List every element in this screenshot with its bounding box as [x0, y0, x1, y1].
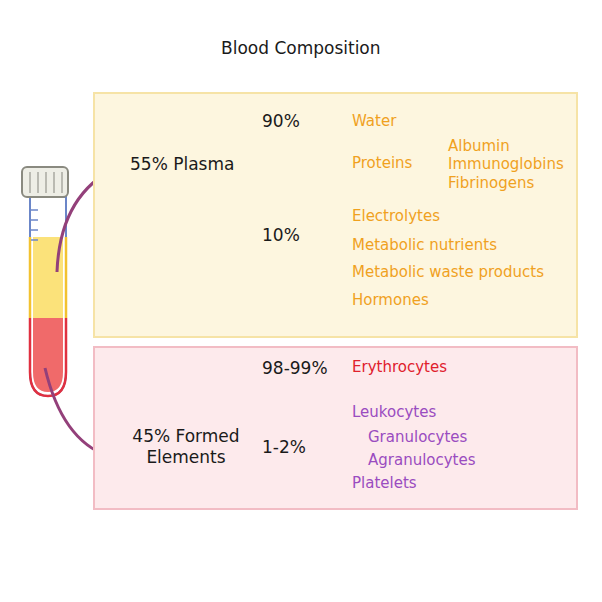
component-label: Proteins	[352, 154, 412, 172]
group-label: 45% Formed Elements	[110, 426, 262, 468]
component-label: Albumin	[448, 137, 510, 155]
component-label: Leukocytes	[352, 403, 436, 421]
percentage: 98-99%	[262, 358, 328, 378]
component-label: Platelets	[352, 474, 417, 492]
title: Blood Composition	[221, 38, 381, 58]
test-tube	[22, 167, 68, 396]
component-label: Granulocytes	[368, 428, 467, 446]
component-label: Electrolytes	[352, 207, 440, 225]
component-label: Immunoglobins	[448, 155, 564, 173]
percentage: 10%	[262, 225, 300, 245]
component-label: Water	[352, 112, 396, 130]
formed-elements-panel: 45% Formed Elements	[93, 346, 578, 510]
component-label: Metabolic waste products	[352, 263, 544, 281]
plasma-panel: 55% Plasma	[93, 92, 578, 338]
component-label: Fibrinogens	[448, 174, 534, 192]
percentage: 90%	[262, 111, 300, 131]
component-label: Hormones	[352, 291, 429, 309]
percentage: 1-2%	[262, 437, 306, 457]
component-label: Erythrocytes	[352, 358, 447, 376]
component-label: Metabolic nutrients	[352, 236, 497, 254]
component-label: Agranulocytes	[368, 451, 476, 469]
group-label: 55% Plasma	[130, 154, 234, 174]
